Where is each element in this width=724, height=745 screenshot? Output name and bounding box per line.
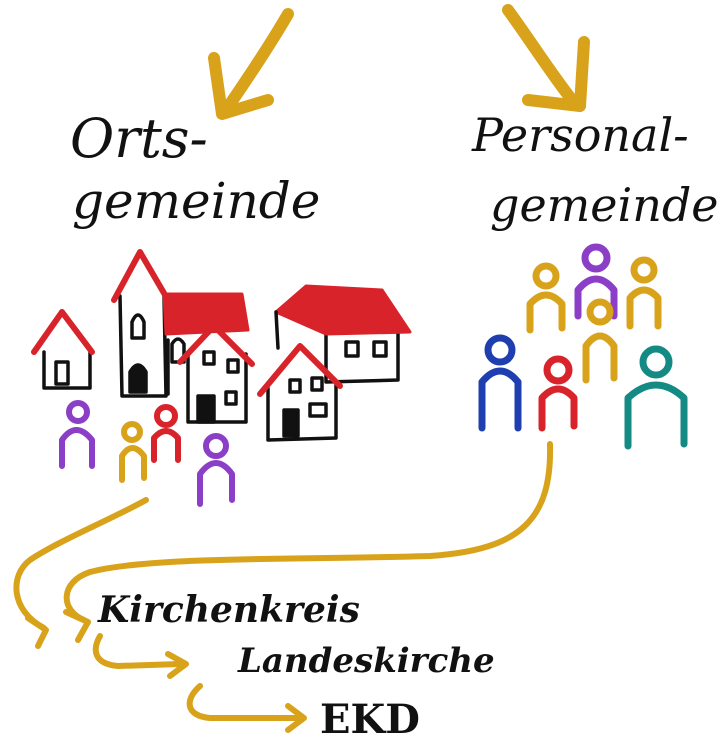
landeskirche-label: Landeskirche (238, 641, 495, 681)
person-figure-icon (151, 404, 181, 463)
church-village-icon (31, 249, 412, 442)
arrow-to-kirchenkreis-from-orts-icon (13, 497, 149, 649)
person-figure-icon (526, 262, 566, 334)
person-figure-icon (582, 298, 618, 384)
arrow-to-landeskirche-icon (92, 633, 189, 679)
person-figure-icon (59, 400, 95, 469)
ekd-label: EKD (320, 696, 420, 743)
personal-people-icon (478, 243, 688, 450)
church-tower-icon (111, 249, 171, 398)
person-figure-icon (197, 433, 235, 507)
person-figure-icon (538, 355, 578, 432)
personalgemeinde-title-line2: gemeinde (490, 178, 719, 232)
large-house-icon (274, 284, 412, 384)
ortsgemeinde-title-line2: gemeinde (72, 172, 321, 230)
person-figure-icon (626, 256, 662, 330)
front-house-icon (257, 343, 343, 442)
middle-house-icon (177, 323, 255, 424)
arrow-to-ekd-icon (186, 683, 307, 733)
person-figure-icon (478, 334, 522, 432)
personalgemeinde-title-line1: Personal- (472, 108, 689, 162)
arrow-to-personalgemeinde-icon (502, 4, 590, 112)
village-people-icon (59, 400, 235, 507)
person-figure-icon (574, 243, 618, 320)
person-figure-icon (624, 345, 688, 450)
kirchenkreis-label: Kirchenkreis (98, 589, 360, 631)
small-house-icon (31, 309, 95, 390)
arrow-to-ortsgemeinde-icon (208, 8, 294, 120)
ortsgemeinde-title-line1: Orts- (70, 107, 208, 170)
arrow-to-kirchenkreis-from-personal-icon (63, 441, 554, 643)
person-figure-icon (119, 421, 147, 483)
